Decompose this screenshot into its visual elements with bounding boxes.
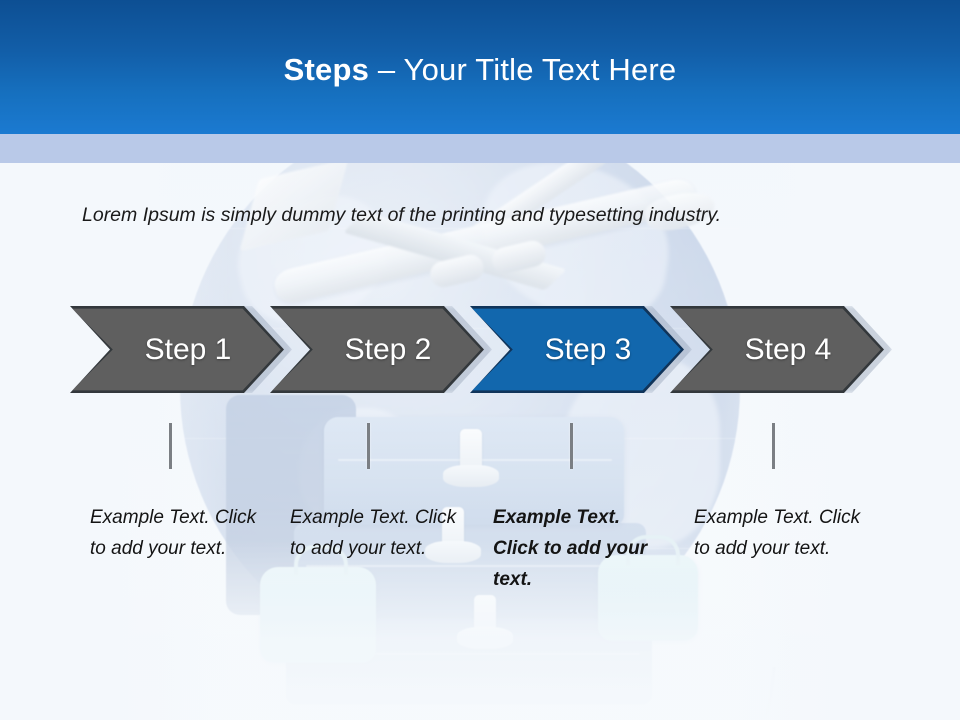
header-accent-band bbox=[0, 134, 960, 163]
step-caption-4[interactable]: Example Text. Click to add your text. bbox=[694, 507, 861, 559]
step-connector-4 bbox=[772, 423, 775, 469]
page-title-rest: – Your Title Text Here bbox=[369, 52, 677, 87]
step-connector-1 bbox=[169, 423, 172, 469]
step-chevron-1[interactable]: Step 1 bbox=[70, 306, 284, 393]
step-chevron-3[interactable]: Step 3 bbox=[470, 306, 684, 393]
step-caption-3[interactable]: Example Text. Click to add your text. bbox=[493, 507, 648, 590]
step-chevron-label-2: Step 2 bbox=[344, 332, 432, 366]
step-chevron-2[interactable]: Step 2 bbox=[270, 306, 484, 393]
step-chevron-label-3: Step 3 bbox=[544, 332, 632, 366]
intro-paragraph: Lorem Ipsum is simply dummy text of the … bbox=[82, 198, 882, 232]
intro-paragraph-text: Lorem Ipsum is simply dummy text of the … bbox=[82, 204, 722, 226]
page-title-bold: Steps bbox=[283, 52, 370, 87]
step-chevron-label-1: Step 1 bbox=[144, 332, 232, 366]
step-connector-2 bbox=[367, 423, 370, 469]
step-caption-2[interactable]: Example Text. Click to add your text. bbox=[290, 507, 457, 559]
step-chevron-4[interactable]: Step 4 bbox=[670, 306, 884, 393]
steps-chevron-row: Step 1 Step 2 Step 3 Step 4 bbox=[0, 306, 960, 398]
slide-header-bar: Steps – Your Title Text Here bbox=[0, 0, 960, 134]
step-connector-3 bbox=[570, 423, 573, 469]
page-title: Steps – Your Title Text Here bbox=[0, 52, 960, 88]
step-caption-1[interactable]: Example Text. Click to add your text. bbox=[90, 507, 257, 559]
step-chevron-label-4: Step 4 bbox=[744, 332, 832, 366]
